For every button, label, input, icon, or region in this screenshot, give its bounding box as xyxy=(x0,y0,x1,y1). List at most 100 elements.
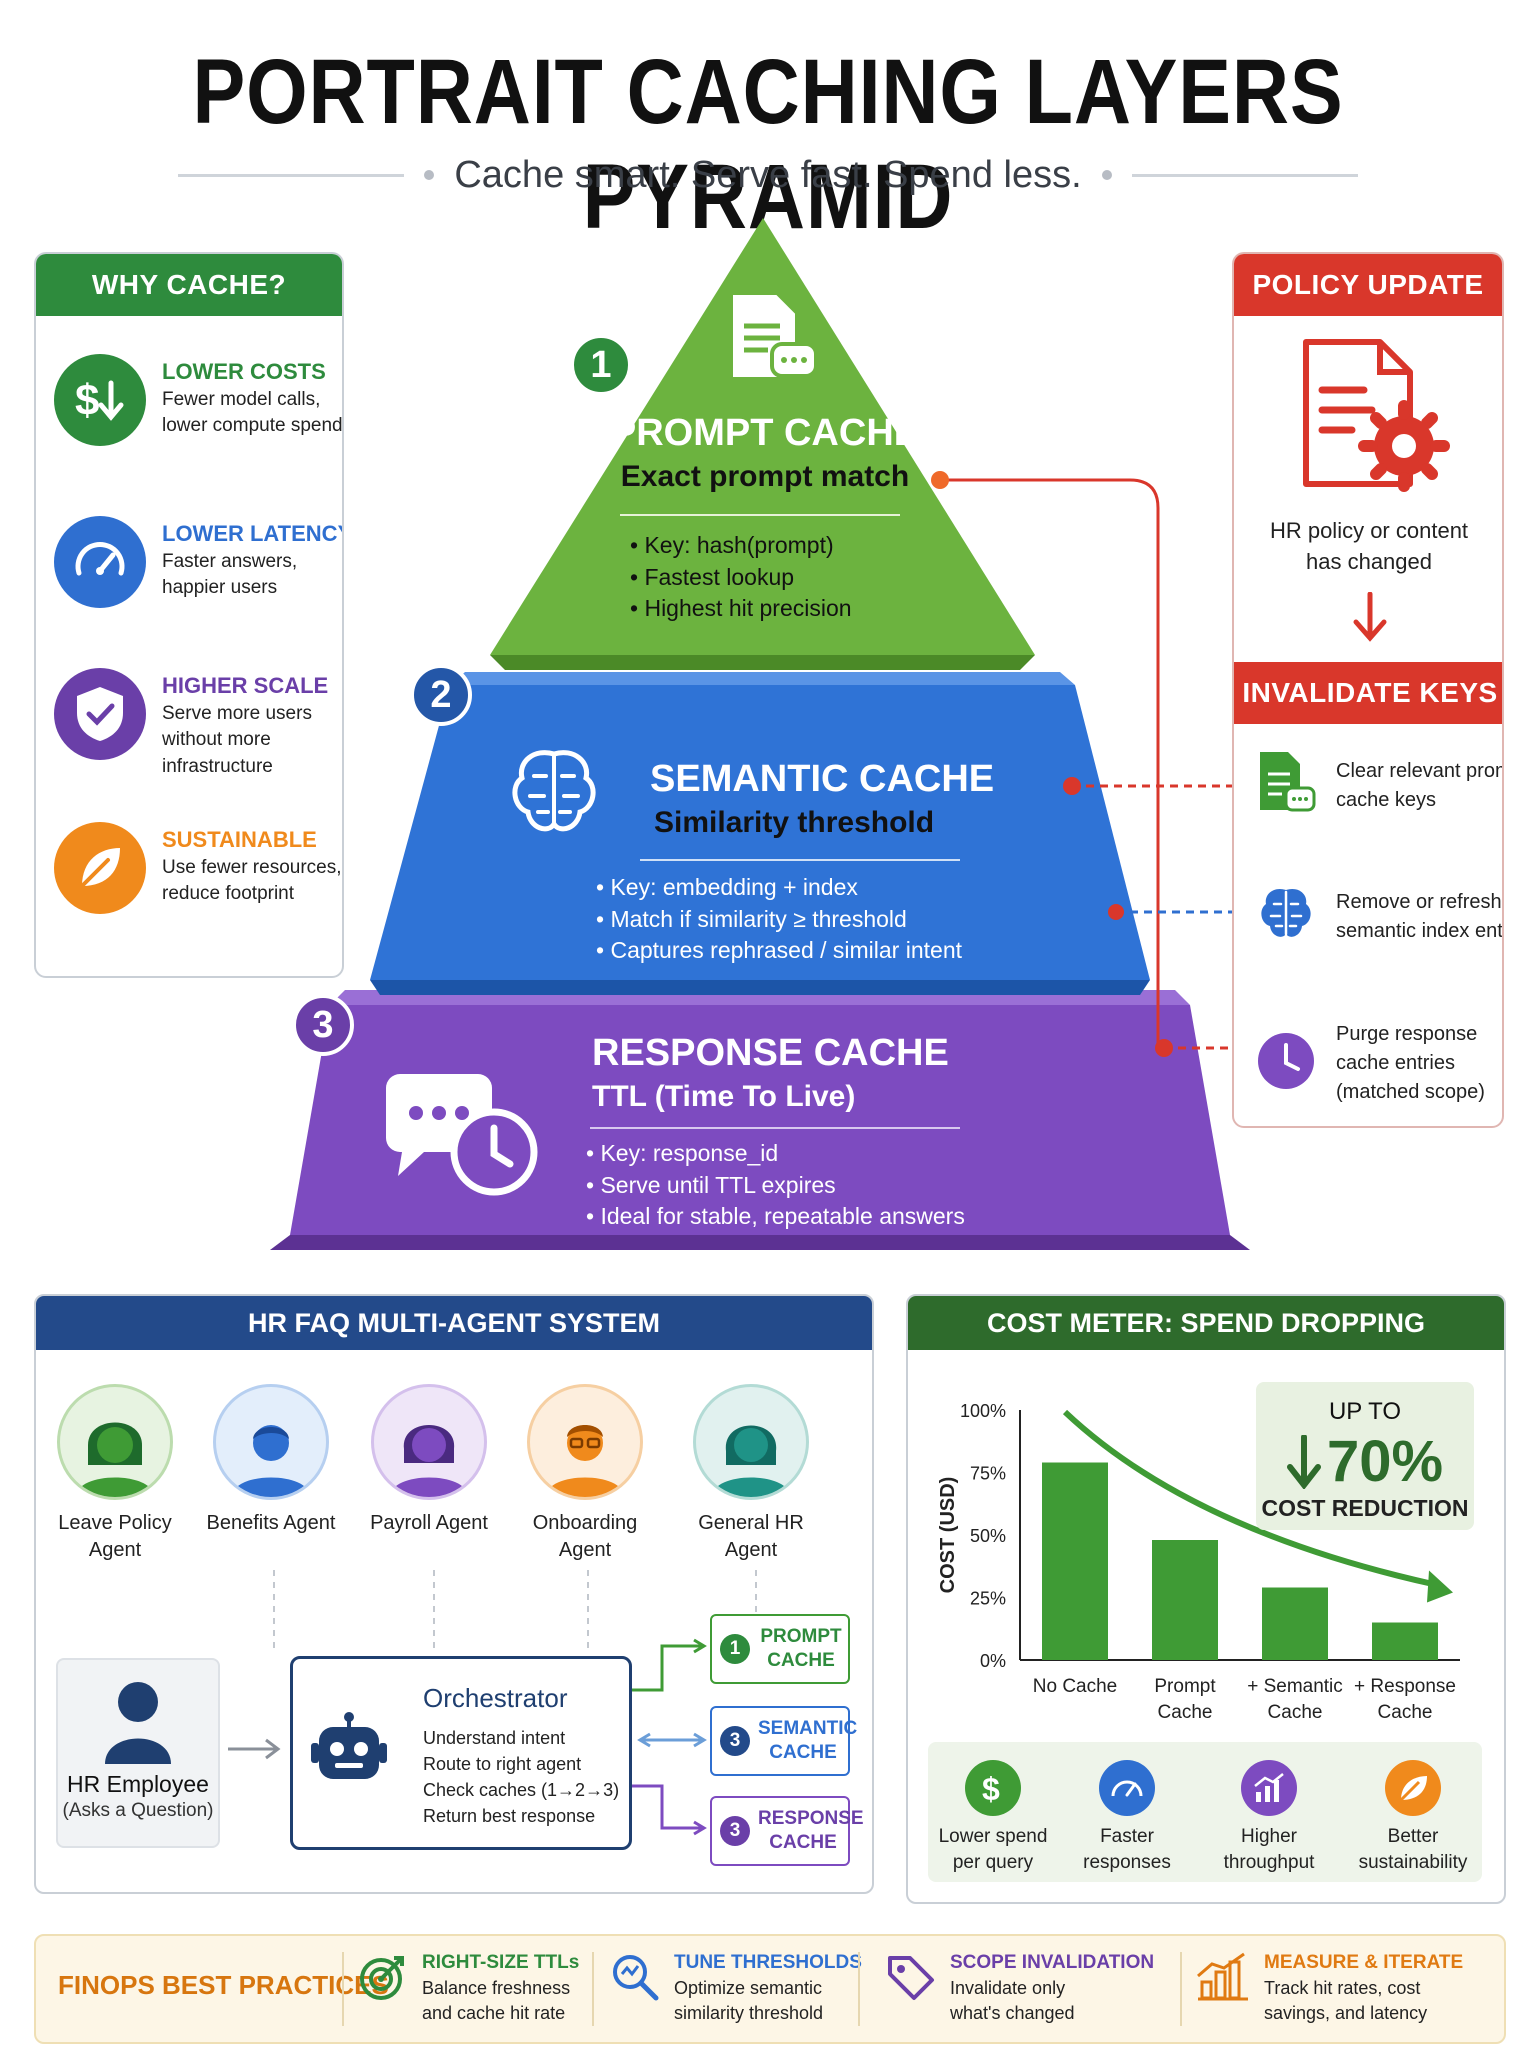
employee-name: HR Employee xyxy=(67,1771,209,1797)
leaf-icon xyxy=(1385,1760,1441,1816)
benefit-lower-spend: $ Lower spend per query xyxy=(928,1760,1058,1875)
practice-ttl: RIGHT-SIZE TTLs Balance freshness and ca… xyxy=(358,1952,579,2026)
tier3-bullet: Serve until TTL expires xyxy=(586,1170,965,1202)
cache-connectors xyxy=(632,1638,707,1836)
badge-top: UP TO xyxy=(1328,1398,1402,1425)
leaf-icon xyxy=(54,822,146,914)
trend-arrowhead xyxy=(1427,1570,1453,1603)
avatar xyxy=(527,1384,643,1500)
practice-thresholds: TUNE THRESHOLDS Optimize semantic simila… xyxy=(610,1952,862,2026)
orchestrator-step: Return best response xyxy=(423,1806,596,1827)
tier1-subtitle: Exact prompt match xyxy=(620,460,910,493)
why-item-scale: HIGHER SCALE Serve more users without mo… xyxy=(54,668,342,780)
cache-number: 3 xyxy=(720,1816,750,1846)
tag-icon xyxy=(886,1952,936,2007)
agent-general-hr: General HR Agent xyxy=(676,1384,826,1564)
arrow-down-icon xyxy=(1286,1434,1321,1489)
why-item-desc: Fewer model calls, lower compute spend xyxy=(162,389,343,437)
cache-label: PROMPT CACHE xyxy=(760,1626,842,1671)
why-item-title: HIGHER SCALE xyxy=(162,673,329,698)
tier1-number: 1 xyxy=(570,334,632,396)
agent-payroll: Payroll Agent xyxy=(354,1384,504,1537)
x-tick-label: Cache xyxy=(1158,1702,1213,1723)
tier3-bullet: Ideal for stable, repeatable answers xyxy=(586,1201,964,1233)
tier2-bullet: Captures rephrased / similar intent xyxy=(596,935,962,967)
divider xyxy=(858,1952,860,2026)
invalidate-text: Purge response cache entries (matched sc… xyxy=(1336,1023,1485,1103)
why-item-title: SUSTAINABLE xyxy=(162,827,317,852)
practice-desc: Invalidate only what's changed xyxy=(950,1978,1075,2024)
dollar-down-icon: $ xyxy=(54,354,146,446)
svg-text:$: $ xyxy=(75,376,99,425)
divider-dot xyxy=(1101,170,1112,180)
benefit-label: Faster responses xyxy=(1083,1826,1171,1873)
arrow-right-icon xyxy=(228,1738,281,1760)
practice-desc: Track hit rates, cost savings, and laten… xyxy=(1264,1978,1428,2024)
document-chat-icon xyxy=(724,292,824,397)
policy-desc: HR policy or content has changed xyxy=(1269,518,1469,574)
practice-title: TUNE THRESHOLDS xyxy=(674,1952,862,1973)
tier2-subtitle: Similarity threshold xyxy=(654,806,935,839)
cost-meter-heading: COST METER: SPEND DROPPING xyxy=(908,1296,1504,1350)
why-item-costs: $ LOWER COSTS Fewer model calls, lower c… xyxy=(54,354,343,446)
brain-blue-icon xyxy=(1256,884,1316,949)
cache-number: 3 xyxy=(720,1726,750,1756)
cache-label: RESPONSE CACHE xyxy=(758,1808,864,1853)
tier1-bullet: Key: hash(prompt) xyxy=(630,530,852,562)
practice-desc: Optimize semantic similarity threshold xyxy=(674,1978,824,2024)
practice-measure: MEASURE & ITERATE Track hit rates, cost … xyxy=(1196,1952,1463,2026)
practice-title: RIGHT-SIZE TTLs xyxy=(422,1952,580,1973)
tier3-number: 3 xyxy=(292,994,354,1056)
divider xyxy=(1131,173,1358,177)
hr-employee-card: HR Employee (Asks a Question) xyxy=(56,1658,220,1848)
y-tick-label: 50% xyxy=(970,1526,1006,1546)
tier3-bullets: Key: response_id Serve until TTL expires… xyxy=(586,1138,965,1233)
badge-value: 70% xyxy=(1326,1429,1444,1494)
shield-check-icon xyxy=(54,668,146,760)
document-chat-green-icon xyxy=(1256,748,1316,823)
avatar xyxy=(693,1384,809,1500)
cache-number: 1 xyxy=(720,1634,750,1664)
benefits-strip xyxy=(928,1742,1482,1882)
clock-purple-icon xyxy=(1256,1031,1316,1096)
tier3-subtitle: TTL (Time To Live) xyxy=(592,1080,856,1113)
tier2-bullets: Key: embedding + index Match if similari… xyxy=(596,872,962,967)
why-item-desc: Serve more users without more infrastruc… xyxy=(162,703,312,777)
agent-leave-policy: Leave Policy Agent xyxy=(40,1384,190,1564)
invalidation-connectors xyxy=(931,471,1232,1057)
y-tick-label: 100% xyxy=(960,1401,1006,1421)
cache-box-semantic: 3 SEMANTIC CACHE xyxy=(710,1706,858,1776)
y-tick-label: 25% xyxy=(970,1589,1006,1609)
orchestrator-title: Orchestrator xyxy=(423,1683,568,1713)
agent-label: Leave Policy Agent xyxy=(58,1512,172,1561)
orchestrator-step: Check caches (1→2→3) xyxy=(423,1780,620,1801)
best-practices-heading: FINOPS BEST PRACTICES xyxy=(58,1970,389,2000)
tier1-bullet: Fastest lookup xyxy=(630,562,852,594)
orchestrator-step: Understand intent xyxy=(423,1728,566,1748)
chat-clock-icon xyxy=(382,1070,542,1205)
dollar-icon: $ xyxy=(965,1760,1021,1816)
bar xyxy=(1262,1587,1328,1660)
orchestrator-card: Orchestrator Understand intent Route to … xyxy=(290,1656,632,1850)
page-title: PORTRAIT CACHING LAYERS PYRAMID xyxy=(192,41,1344,248)
arrow-down-icon xyxy=(1352,591,1388,647)
benefit-throughput: Higher throughput xyxy=(1204,1760,1334,1875)
invalidate-semantic-item: Remove or refresh semantic index entries xyxy=(1256,884,1503,949)
tier2-shadow xyxy=(370,980,1150,995)
avatar xyxy=(57,1384,173,1500)
divider xyxy=(592,1952,594,2026)
tier1-shape xyxy=(490,218,1035,655)
x-tick-label: + Response xyxy=(1354,1676,1456,1697)
y-tick-label: 0% xyxy=(980,1651,1006,1671)
agent-label: Onboarding Agent xyxy=(532,1512,638,1561)
target-icon xyxy=(358,1952,408,2007)
y-tick-label: 75% xyxy=(970,1464,1006,1484)
tier2-bullet: Match if similarity ≥ threshold xyxy=(596,904,962,936)
invalidate-text: Remove or refresh semantic index entries xyxy=(1336,890,1503,942)
agent-label: General HR Agent xyxy=(698,1512,804,1561)
bar xyxy=(1372,1622,1438,1660)
tier3-bullet: Key: response_id xyxy=(586,1138,965,1170)
robot-icon xyxy=(311,1711,387,1796)
cache-label: SEMANTIC CACHE xyxy=(758,1718,858,1763)
